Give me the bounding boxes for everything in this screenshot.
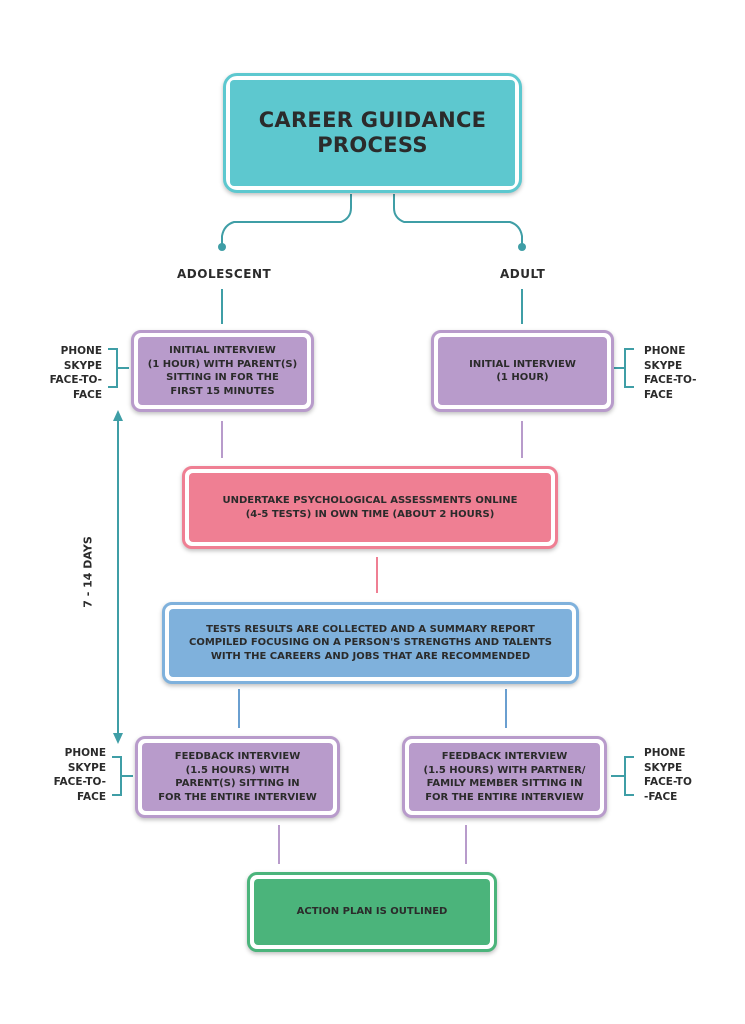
media-options-bottom-right: PHONE SKYPE FACE-TO -FACE <box>644 747 692 804</box>
duration-arrow-top <box>113 410 123 421</box>
media-options-top-left: PHONE SKYPE FACE-TO- FACE <box>49 345 102 402</box>
title-text: CAREER GUIDANCE PROCESS <box>230 80 515 186</box>
initial-interview-adult-box: INITIAL INTERVIEW (1 HOUR) <box>431 330 614 412</box>
bracket-top-right <box>613 348 634 388</box>
branch-label-adolescent: ADOLESCENT <box>177 267 272 281</box>
assessments-box: UNDERTAKE PSYCHOLOGICAL ASSESSMENTS ONLI… <box>182 466 558 549</box>
feedback-interview-adult-box: FEEDBACK INTERVIEW (1.5 HOURS) WITH PART… <box>402 736 607 818</box>
bracket-bottom-left <box>112 756 133 796</box>
action-plan-box: ACTION PLAN IS OUTLINED <box>247 872 497 952</box>
connector-title-left <box>221 194 352 246</box>
media-options-bottom-left: PHONE SKYPE FACE-TO- FACE <box>53 747 106 804</box>
duration-arrow-bottom <box>113 733 123 744</box>
connector-title-right <box>393 194 523 246</box>
duration-label: 7 - 14 DAYS <box>81 530 95 614</box>
branch-label-adult: ADULT <box>500 267 546 281</box>
title-box: CAREER GUIDANCE PROCESS <box>223 73 522 193</box>
initial-interview-adolescent-box: INITIAL INTERVIEW (1 HOUR) WITH PARENT(S… <box>131 330 314 412</box>
initial-interview-adult-text: INITIAL INTERVIEW (1 HOUR) <box>438 337 607 405</box>
report-text: TESTS RESULTS ARE COLLECTED AND A SUMMAR… <box>169 609 572 677</box>
action-plan-text: ACTION PLAN IS OUTLINED <box>254 879 490 945</box>
feedback-interview-adolescent-text: FEEDBACK INTERVIEW (1.5 HOURS) WITH PARE… <box>142 743 333 811</box>
bracket-bottom-right <box>611 756 634 796</box>
bracket-top-left <box>108 348 129 388</box>
media-options-top-right: PHONE SKYPE FACE-TO- FACE <box>644 345 697 402</box>
feedback-interview-adult-text: FEEDBACK INTERVIEW (1.5 HOURS) WITH PART… <box>409 743 600 811</box>
initial-interview-adolescent-text: INITIAL INTERVIEW (1 HOUR) WITH PARENT(S… <box>138 337 307 405</box>
assessments-text: UNDERTAKE PSYCHOLOGICAL ASSESSMENTS ONLI… <box>189 473 551 542</box>
connector-dot-left <box>218 243 226 251</box>
feedback-interview-adolescent-box: FEEDBACK INTERVIEW (1.5 HOURS) WITH PARE… <box>135 736 340 818</box>
report-box: TESTS RESULTS ARE COLLECTED AND A SUMMAR… <box>162 602 579 684</box>
connector-dot-right <box>518 243 526 251</box>
